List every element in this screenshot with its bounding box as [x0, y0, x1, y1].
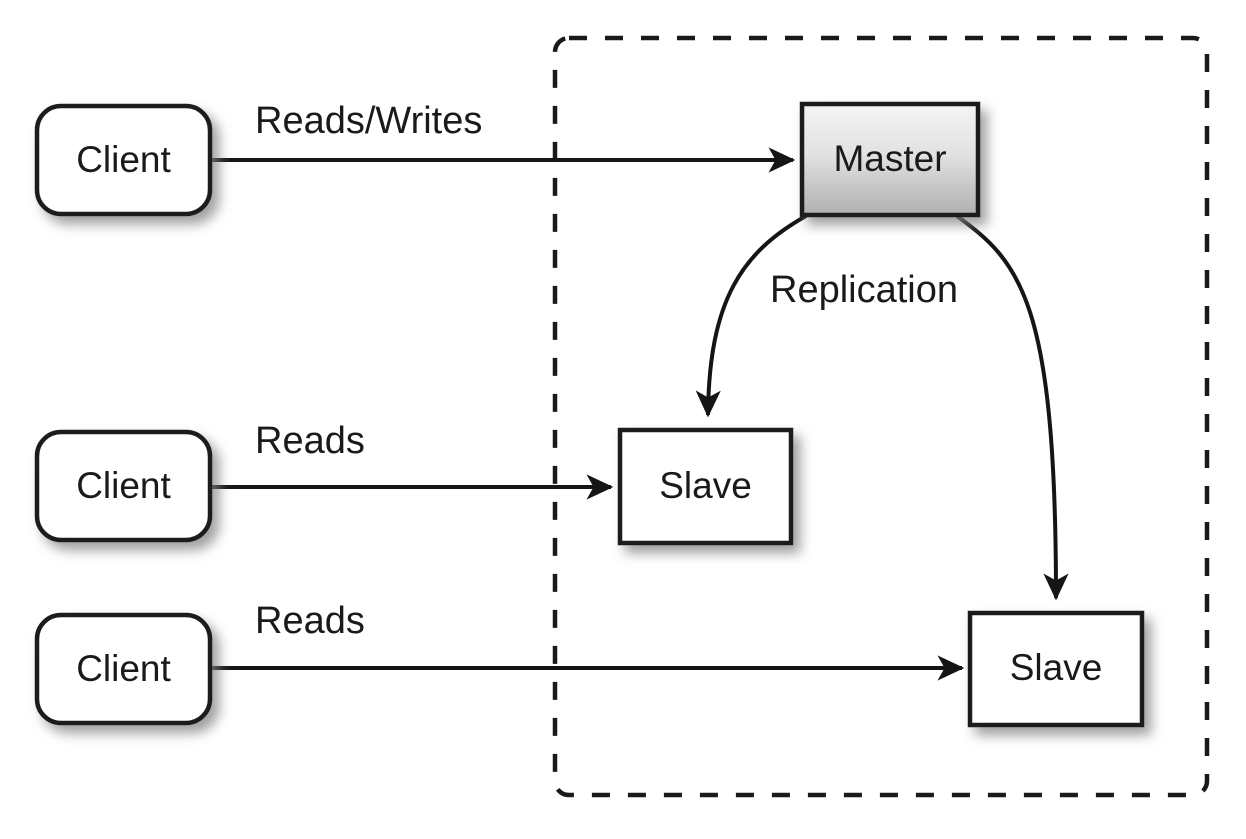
client-3-label: Client: [76, 648, 171, 689]
client-3-box[interactable]: [34, 612, 213, 726]
edge-label-replication: Replication: [770, 269, 958, 311]
node-slave-1[interactable]: Slave: [617, 427, 794, 546]
master-label: Master: [833, 138, 946, 179]
edge-label-reads-writes: Reads/Writes: [255, 100, 482, 142]
node-master[interactable]: Master: [799, 101, 981, 218]
master-box[interactable]: [799, 101, 981, 218]
client-1-box[interactable]: [34, 103, 213, 217]
edge-master-slave1: [695, 214, 807, 418]
database-cluster-boundary: [552, 35, 1210, 798]
node-slave-2[interactable]: Slave: [967, 610, 1145, 728]
client-2-label: Client: [76, 465, 171, 506]
slave-1-box[interactable]: [617, 427, 794, 546]
node-client-2[interactable]: Client: [34, 429, 213, 543]
client-2-box[interactable]: [34, 429, 213, 543]
edge-label-reads-2: Reads: [255, 600, 365, 642]
edge-label-reads-1: Reads: [255, 420, 365, 462]
client-1-label: Client: [76, 139, 171, 180]
edge-master-slave2: [955, 214, 1069, 601]
edge-curve-replication-right: [955, 214, 1069, 601]
node-client-1[interactable]: Client: [34, 103, 213, 217]
slave-1-label: Slave: [659, 465, 752, 506]
slave-2-box[interactable]: [967, 610, 1145, 728]
edge-curve-replication-left: [695, 214, 807, 418]
slave-2-label: Slave: [1010, 647, 1103, 688]
node-client-3[interactable]: Client: [34, 612, 213, 726]
